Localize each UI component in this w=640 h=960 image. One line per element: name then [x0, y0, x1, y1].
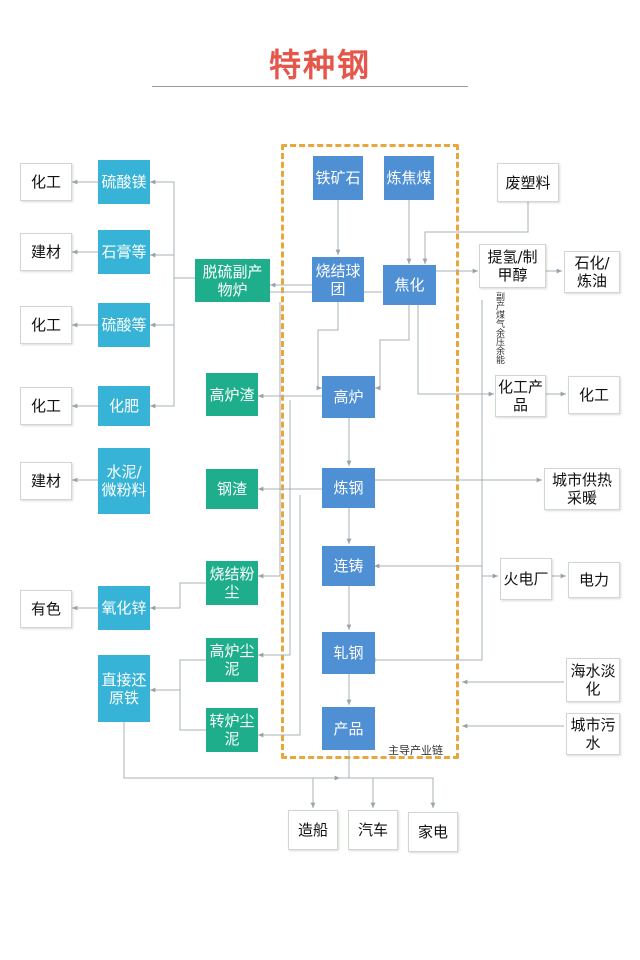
- node-sulfuric-acid: 硫酸等: [98, 303, 150, 347]
- link-converter-dri: [179, 690, 206, 731]
- link-to-ship: [310, 750, 350, 808]
- node-coking-coal: 炼焦煤: [384, 156, 434, 200]
- node-shipbuilding: 造船: [288, 810, 338, 850]
- node-hydrogen-methanol: 提氢/制甲醇: [479, 244, 546, 288]
- node-building-1: 建材: [20, 233, 72, 271]
- link-desulf-fertilizer: [150, 278, 175, 409]
- node-steel-slag: 钢渣: [206, 469, 258, 509]
- node-gypsum: 石膏等: [98, 230, 150, 274]
- node-sinter-pellet: 烧结球团: [312, 257, 364, 302]
- node-sinter-dust: 烧结粉尘: [206, 561, 258, 605]
- byproduct-gas-label: 副产煤气余压余能: [494, 292, 504, 364]
- node-dri: 直接还原铁: [98, 655, 150, 722]
- link-plastic-coking: [422, 202, 529, 264]
- node-steelmaking: 炼钢: [322, 468, 375, 508]
- node-city-heating: 城市供热采暖: [544, 468, 620, 510]
- link-coking-chem: [417, 305, 494, 397]
- node-power-plant: 火电厂: [500, 558, 552, 600]
- link-mud-dri: [150, 659, 206, 693]
- link-to-car: [349, 777, 376, 808]
- link-gas-rolling: [370, 300, 483, 663]
- link-sinter-furnace: [316, 302, 339, 391]
- node-coking: 焦化: [383, 265, 436, 305]
- node-furnace-slag: 高炉渣: [206, 373, 258, 416]
- page-title: 特种钢: [268, 46, 371, 84]
- link-furnace-mud: [258, 400, 291, 658]
- node-chem-3: 化工: [20, 387, 72, 425]
- node-city-sewage: 城市污水: [566, 713, 620, 755]
- node-product: 产品: [322, 707, 375, 750]
- node-appliances: 家电: [408, 812, 458, 852]
- node-nonferrous: 有色: [20, 590, 72, 628]
- node-chem-right: 化工: [568, 376, 620, 414]
- node-mgso4: 硫酸镁: [98, 160, 150, 204]
- node-iron-ore: 铁矿石: [313, 156, 363, 200]
- node-chem-1: 化工: [20, 163, 72, 201]
- link-dust-zinc: [150, 582, 206, 611]
- node-electricity: 电力: [568, 562, 620, 598]
- main-chain-frame: [281, 144, 459, 759]
- link-sinter-dust: [258, 302, 281, 579]
- node-petrochem: 石化/炼油: [564, 251, 620, 293]
- node-automobile: 汽车: [348, 810, 398, 850]
- link-to-appliance: [349, 777, 436, 808]
- node-rolling: 轧钢: [322, 632, 375, 674]
- node-chem-2: 化工: [20, 306, 72, 344]
- node-cement: 水泥/微粉料: [98, 448, 150, 514]
- node-furnace-mud: 高炉尘泥: [206, 638, 258, 682]
- node-waste-plastic: 废塑料: [497, 163, 559, 202]
- node-building-2: 建材: [20, 462, 72, 500]
- node-desalination: 海水淡化: [566, 658, 620, 702]
- node-casting: 连铸: [322, 546, 375, 586]
- node-chem-products: 化工产品: [495, 375, 546, 417]
- link-coking-furnace: [375, 305, 410, 391]
- node-desulfurization: 脱硫副产物炉: [195, 259, 270, 302]
- node-converter-mud: 转炉尘泥: [206, 708, 258, 752]
- main-chain-label: 主导产业链: [388, 744, 443, 757]
- link-converter-mud: [258, 495, 301, 738]
- node-fertilizer: 化肥: [98, 386, 150, 426]
- link-desulf-mgso4: [150, 179, 195, 279]
- link-dri-product: [123, 722, 340, 781]
- title-divider: [152, 86, 468, 87]
- node-blast-furnace: 高炉: [322, 376, 375, 418]
- node-zinc-oxide: 氧化锌: [98, 586, 150, 630]
